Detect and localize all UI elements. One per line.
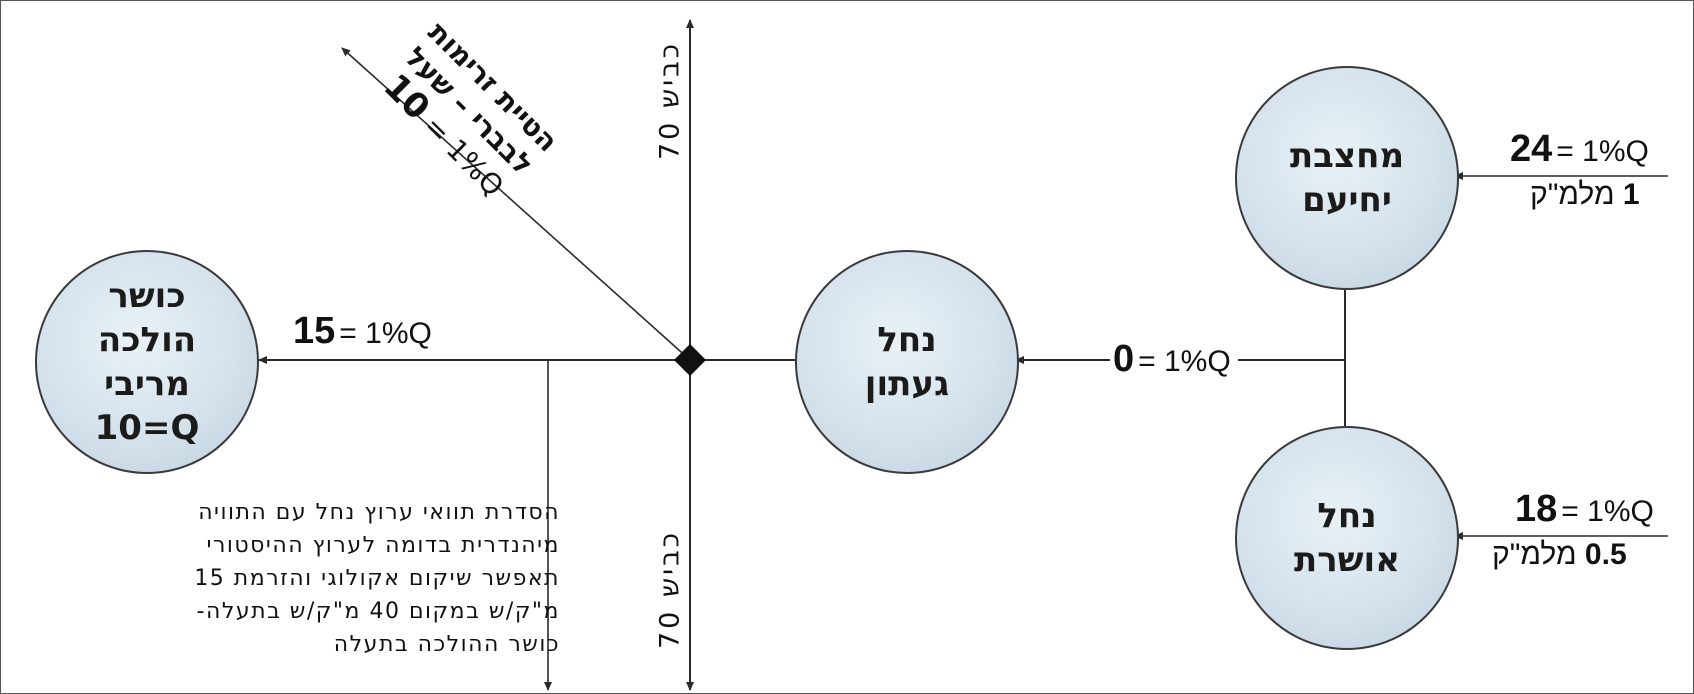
flow-center-suffix: = 1%Q	[1138, 345, 1231, 378]
flow-yechiam-label: 24 = 1%Q	[1510, 128, 1649, 171]
flow-center-value: 0	[1113, 338, 1135, 380]
node-gaaton-line1: נחל	[877, 320, 937, 360]
flow-yechiam-value: 24	[1510, 128, 1553, 170]
node-gaaton-line2: געתון	[864, 364, 950, 404]
flow-oshrat-sub-value: 0.5	[1584, 538, 1627, 571]
flow-oshrat-value: 18	[1515, 488, 1558, 530]
flow-yechiam-suffix: = 1%Q	[1556, 135, 1649, 168]
node-oshrat: נחל אושרת	[1235, 426, 1459, 650]
hub-diamond	[674, 344, 706, 376]
description-text: הסדרת תוואי ערוץ נחל עם התוויה מיהנדרית …	[40, 496, 560, 661]
node-yechiam-line2: יחיעם	[1302, 180, 1392, 220]
flow-yechiam-sub-unit: מלמ"ק	[1530, 178, 1615, 211]
node-kosher: כושר הולכה מריבי 10=Q	[35, 250, 259, 474]
flow-yechiam-sub: 1 מלמ"ק	[1530, 178, 1640, 212]
description-line3: תאפשר שיקום אקולוגי והזרמת 15	[194, 566, 560, 591]
node-kosher-line2: הולכה	[97, 320, 197, 360]
node-kosher-line4: 10=Q	[94, 408, 200, 448]
node-oshrat-line1: נחל	[1317, 496, 1377, 536]
flow-oshrat-sub: 0.5 מלמ"ק	[1492, 538, 1627, 572]
flow-west-value: 15	[293, 310, 336, 352]
node-oshrat-line2: אושרת	[1294, 540, 1400, 580]
road-north-label: כביש 70	[654, 41, 686, 160]
node-kosher-line1: כושר	[108, 276, 186, 316]
description-line2: מיהנדרית בדומה לערוץ ההיסטורי	[206, 533, 560, 558]
flow-oshrat-suffix: = 1%Q	[1561, 495, 1654, 528]
description-line1: הסדרת תוואי ערוץ נחל עם התוויה	[198, 500, 560, 525]
flow-oshrat-sub-unit: מלמ"ק	[1492, 538, 1577, 571]
line-diagonal	[341, 47, 691, 361]
flow-yechiam-sub-value: 1	[1622, 178, 1640, 211]
node-yechiam: מחצבת יחיעם	[1235, 66, 1459, 290]
road-south-label: כביש 70	[654, 530, 686, 649]
flow-west-label: 15 = 1%Q	[293, 310, 432, 353]
node-kosher-line3: מריבי	[104, 364, 190, 404]
flow-west-suffix: = 1%Q	[339, 317, 432, 350]
description-line4: מ"ק/ש במקום 40 מ"ק/ש בתעלה-	[196, 599, 560, 624]
node-gaaton: נחל געתון	[795, 250, 1019, 474]
node-yechiam-line1: מחצבת	[1289, 136, 1405, 176]
description-line5: כושר ההולכה בתעלה	[333, 632, 560, 657]
flow-oshrat-label: 18 = 1%Q	[1515, 488, 1654, 531]
flow-center-label: 0 = 1%Q	[1113, 338, 1231, 381]
